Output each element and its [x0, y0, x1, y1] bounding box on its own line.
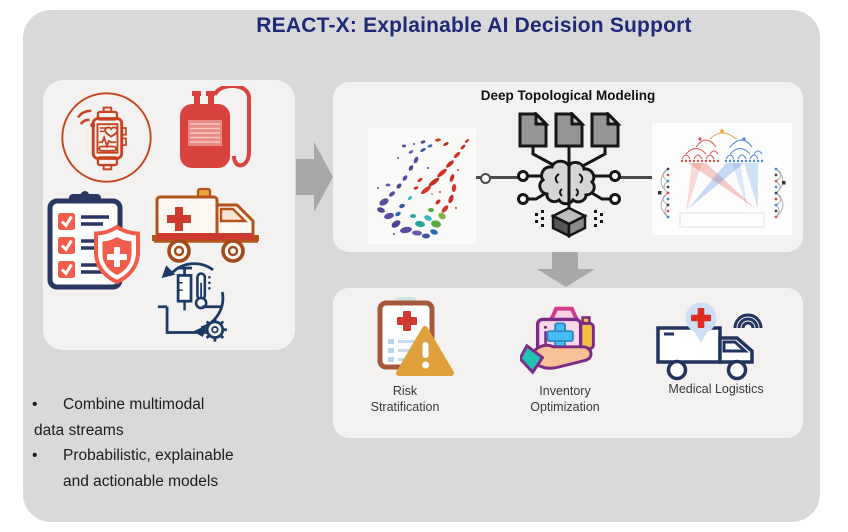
note-text: and actionable models [63, 472, 219, 490]
hierarchical-arcs-image [652, 123, 792, 235]
output-label-risk-stratification: Risk Stratification [370, 384, 440, 414]
connector-line-right [618, 176, 654, 179]
topology-scatter-image [368, 128, 476, 244]
bullet-marker: • [32, 396, 38, 413]
inventory-kit-hand-icon [520, 306, 595, 375]
smartwatch-vitals-icon [61, 92, 152, 183]
modeling-panel: Deep Topological Modeling [333, 82, 803, 252]
documents-brain-network-icon [517, 112, 622, 238]
medical-logistics-truck-icon [656, 302, 763, 381]
connector-node [480, 172, 491, 184]
slide-title: REACT-X: Explainable AI Decision Support [256, 14, 692, 37]
bullet-marker: • [32, 447, 38, 464]
output-label-medical-logistics: Medical Logistics [668, 382, 764, 396]
ambulance-icon [152, 187, 259, 263]
outputs-panel: Risk Stratification Inventory Optimizati… [333, 288, 803, 438]
blood-bag-icon [180, 86, 251, 168]
modeling-panel-title: Deep Topological Modeling [480, 88, 656, 103]
flow-arrow-down-icon [537, 252, 595, 287]
flow-arrow-right-icon [296, 142, 333, 212]
connector-line-left [475, 176, 521, 179]
multimodal-inputs-panel [43, 80, 295, 350]
checklist-shield-icon [47, 191, 140, 290]
notes-bullet-list: • Combine multimodal data streams • Probab… [30, 392, 330, 494]
output-label-inventory-optimization: Inventory Optimization [530, 384, 600, 414]
note-text: data streams [34, 421, 124, 439]
note-text: Probabilistic, explainable [63, 447, 234, 464]
note-text: Combine multimodal [63, 396, 205, 413]
risk-clipboard-warning-icon [377, 297, 454, 376]
vaccine-supply-cycle-icon [157, 262, 227, 342]
